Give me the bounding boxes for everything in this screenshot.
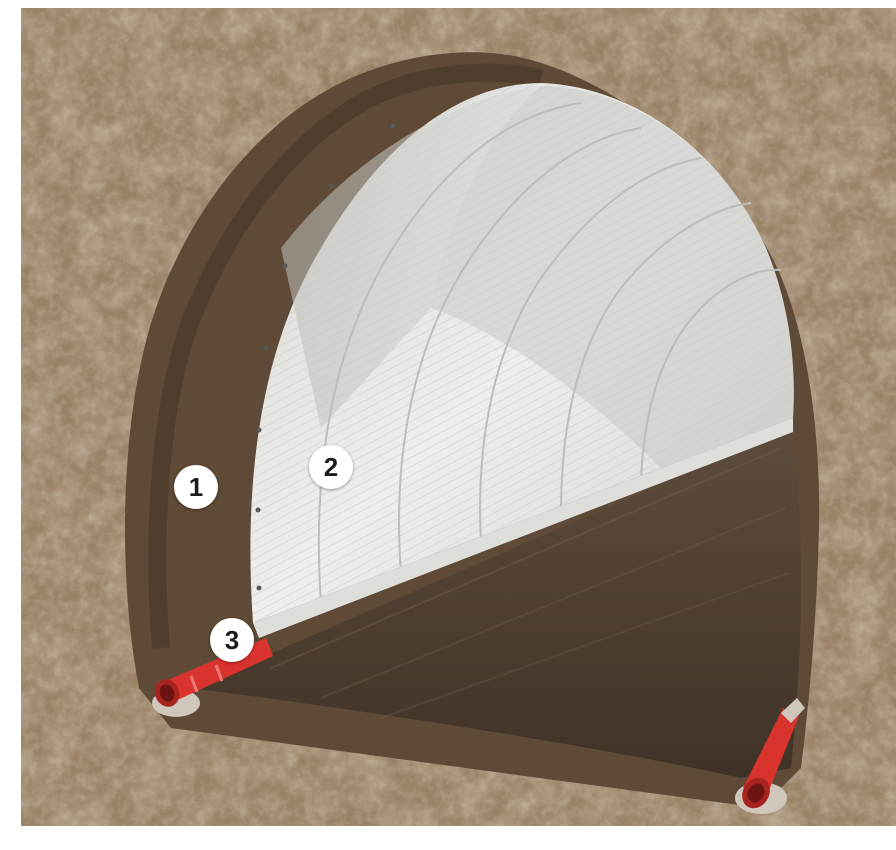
illustration-frame: 1 2 3 [21,8,896,826]
layer-marker-1: 1 [174,465,218,509]
tunnel-illustration [21,8,896,826]
layer-marker-3: 3 [210,618,254,662]
layer-marker-2: 2 [309,445,353,489]
